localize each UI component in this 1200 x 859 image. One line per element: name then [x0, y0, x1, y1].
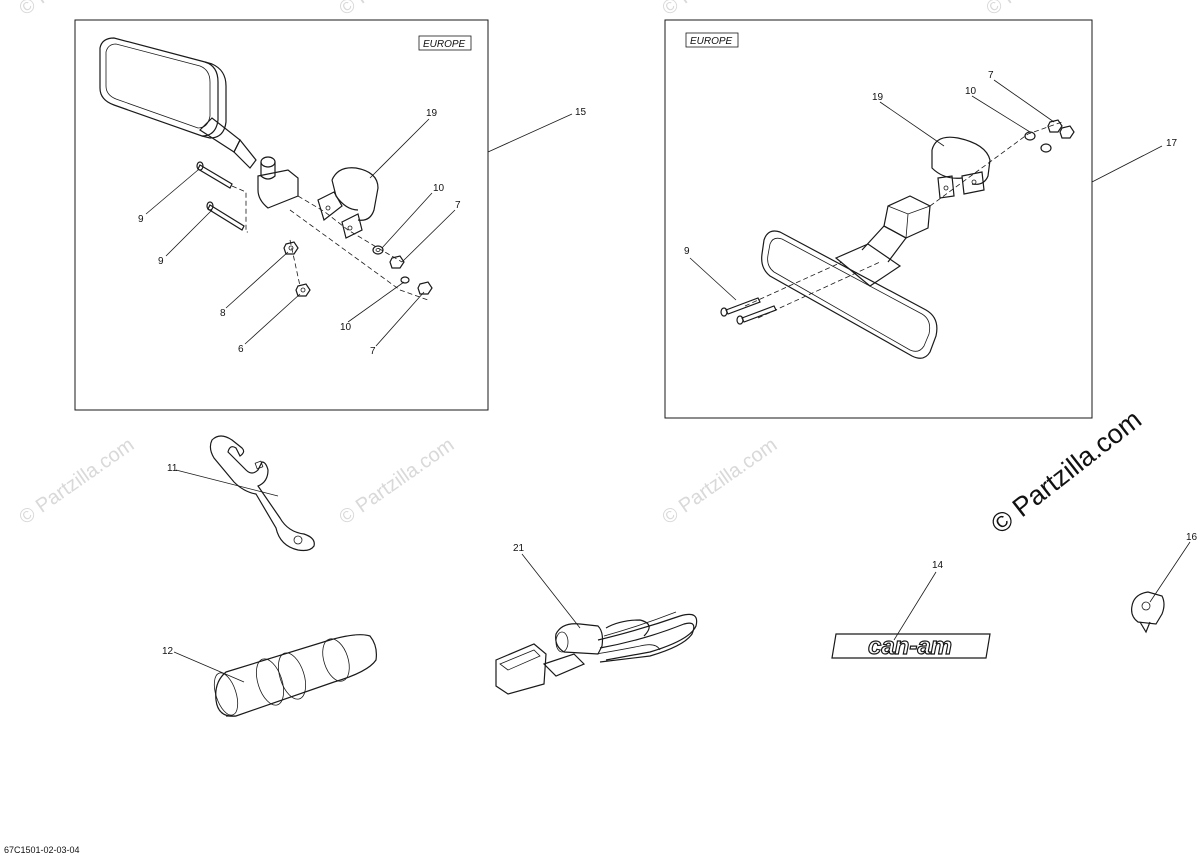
callout-16: 16: [1186, 532, 1198, 543]
key-part-16: [1131, 591, 1165, 634]
watermark-text: © Partzilla.com: [15, 0, 138, 20]
watermark-text: © Partzilla.com: [335, 0, 458, 20]
callout-6: 6: [238, 344, 244, 355]
side-mirror: [99, 37, 299, 209]
callout-10: 10: [965, 86, 977, 97]
nut-part-7: [389, 255, 405, 269]
watermark-text: © Partzilla.com: [335, 434, 458, 529]
callout-9: 9: [158, 256, 164, 267]
callout-17: 17: [1166, 138, 1178, 149]
watermark-layer: © Partzilla.com © Partzilla.com © Partzi…: [15, 0, 1147, 540]
washer-part-10: [1024, 131, 1052, 153]
callout-9: 9: [138, 214, 144, 225]
region-tag: [685, 32, 739, 48]
logo-decal-text: can-am: [868, 633, 952, 660]
diagram-code: 67C1501-02-03-04: [4, 845, 80, 855]
watermark-text: © Partzilla.com: [982, 0, 1105, 20]
region-tag-label: EUROPE: [690, 36, 733, 47]
watermark-text: © Partzilla.com: [658, 434, 781, 529]
watermark-text: © Partzilla.com: [658, 0, 781, 20]
group-box-17: EUROPE 17: [664, 19, 1178, 419]
washer-part-10b: [400, 276, 410, 284]
callout-19: 19: [872, 92, 884, 103]
callout-7: 7: [370, 346, 376, 357]
callout-7: 7: [988, 70, 994, 81]
callout-12: 12: [162, 646, 174, 657]
callout-11: 11: [167, 463, 178, 474]
clamp-part-19: [317, 167, 379, 239]
nut-part-7: [1047, 119, 1075, 139]
logo-decal-part-14: can-am: [831, 632, 991, 661]
nut-part-6: [295, 283, 311, 297]
callout-10: 10: [433, 183, 445, 194]
region-tag-label: EUROPE: [423, 39, 466, 50]
callout-8: 8: [220, 308, 226, 319]
wrench-part-11: [209, 435, 315, 552]
callout-19: 19: [426, 108, 438, 119]
grip-part-12: [213, 634, 377, 717]
callout-14: 14: [932, 560, 944, 571]
pin-part-9: [196, 161, 245, 231]
screw-part-9: [720, 297, 777, 325]
rearview-mirror: [761, 195, 938, 359]
group-box-15: EUROPE 15: [74, 19, 587, 411]
harness-part-21: [495, 611, 698, 695]
watermark-text: © Partzilla.com: [15, 434, 138, 529]
clamp-part-19: [931, 136, 991, 199]
region-tag: [418, 35, 472, 51]
callout-9: 9: [684, 246, 690, 257]
callout-10: 10: [340, 322, 352, 333]
callout-7: 7: [455, 200, 461, 211]
watermark-main-text: © Partzilla.com: [985, 404, 1147, 540]
callout-21: 21: [513, 543, 525, 554]
washer-part-10: [372, 245, 384, 255]
nut-part-8: [283, 241, 299, 255]
nut-part-7b: [417, 281, 433, 295]
callout-15: 15: [575, 107, 587, 118]
